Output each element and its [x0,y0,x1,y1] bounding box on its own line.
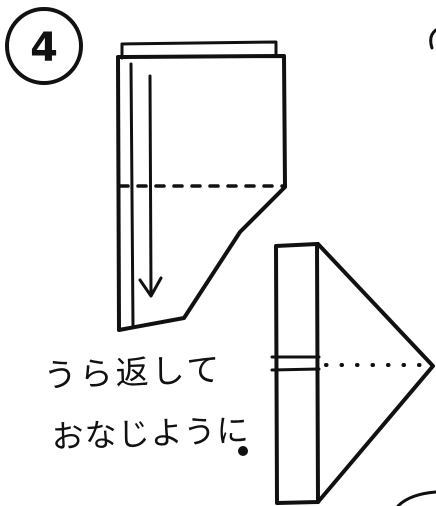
paper-outline [116,54,287,332]
fold-arrow-head [138,276,163,298]
figure-before-fold [116,40,287,332]
fold-arrow-shaft [148,74,153,296]
inner-fold-line [129,62,135,329]
instruction-text: うら返して おなじように [43,350,250,456]
cropped-step-circle-top [429,28,436,50]
instruction-line-2: おなじように [51,411,250,456]
step-number: 4 [30,25,58,71]
center-line-bottom [270,367,321,372]
cropped-step-circle-bottom [396,490,436,506]
folded-strip [274,242,320,505]
figure-after-fold [270,242,435,505]
triangle-flap [316,242,435,504]
back-layer-edge [120,40,278,58]
instruction-line-1: うら返して [43,350,223,395]
period-dot [238,446,248,456]
step-number-circle [5,7,83,85]
step-number-badge: 4 [5,7,83,85]
